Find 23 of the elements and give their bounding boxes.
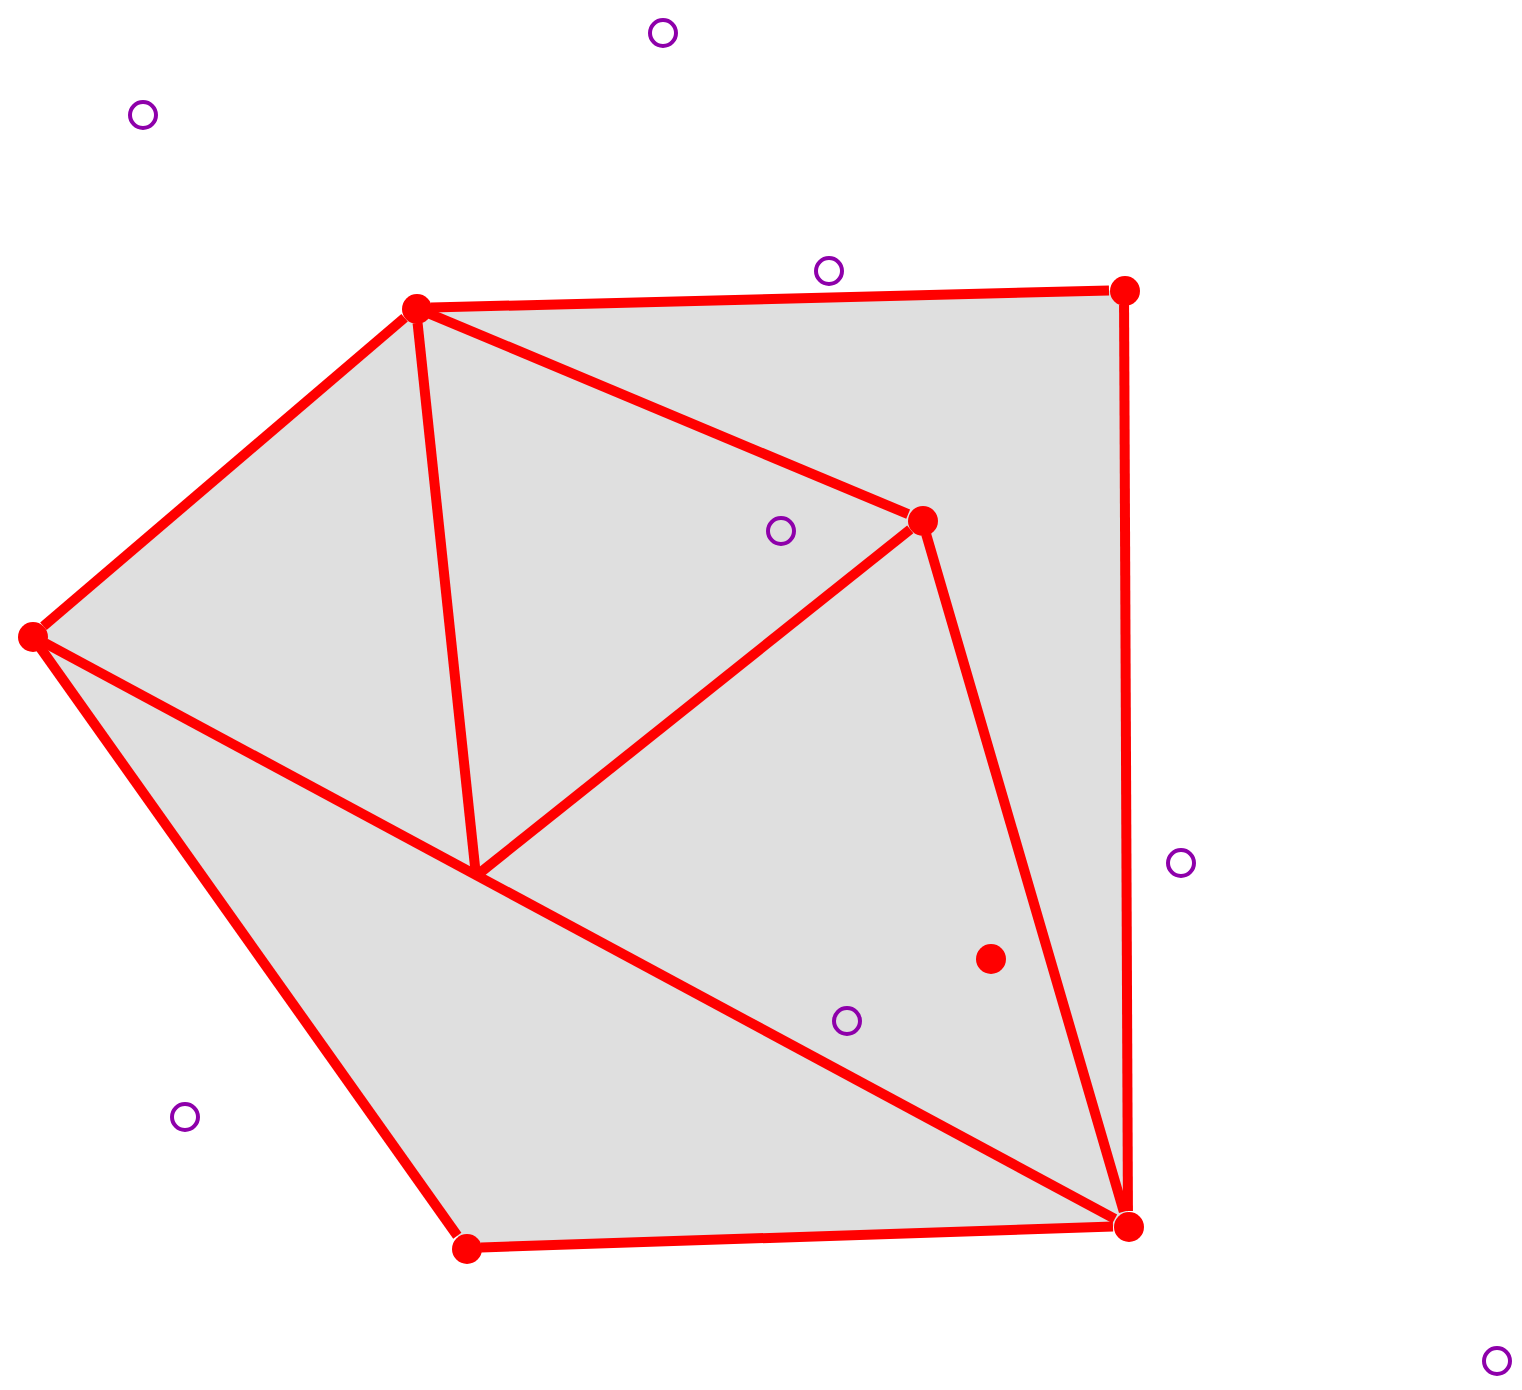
line-segment [1119,304,1133,1212]
line-segment [480,1221,1114,1253]
open-point-marker [813,255,843,285]
point-dot [451,1233,481,1263]
point-dot [1109,275,1139,305]
line-segment [42,638,1118,1224]
line-segment [430,285,1110,313]
line-segment [40,313,408,631]
line-segment [427,309,911,519]
line-segment [921,533,1129,1213]
open-point-marker [1481,1345,1511,1375]
open-point-marker [647,17,677,47]
point-dot [17,621,47,651]
point-dot [907,505,937,535]
open-point-marker [765,515,795,545]
open-point-marker [1165,847,1195,877]
point-dot [1113,1211,1143,1241]
open-point-marker [831,1005,861,1035]
point-dot [975,943,1005,973]
line-segment [36,645,462,1239]
open-point-marker [127,99,157,129]
open-point-marker [169,1101,199,1131]
point-dot [401,293,431,323]
